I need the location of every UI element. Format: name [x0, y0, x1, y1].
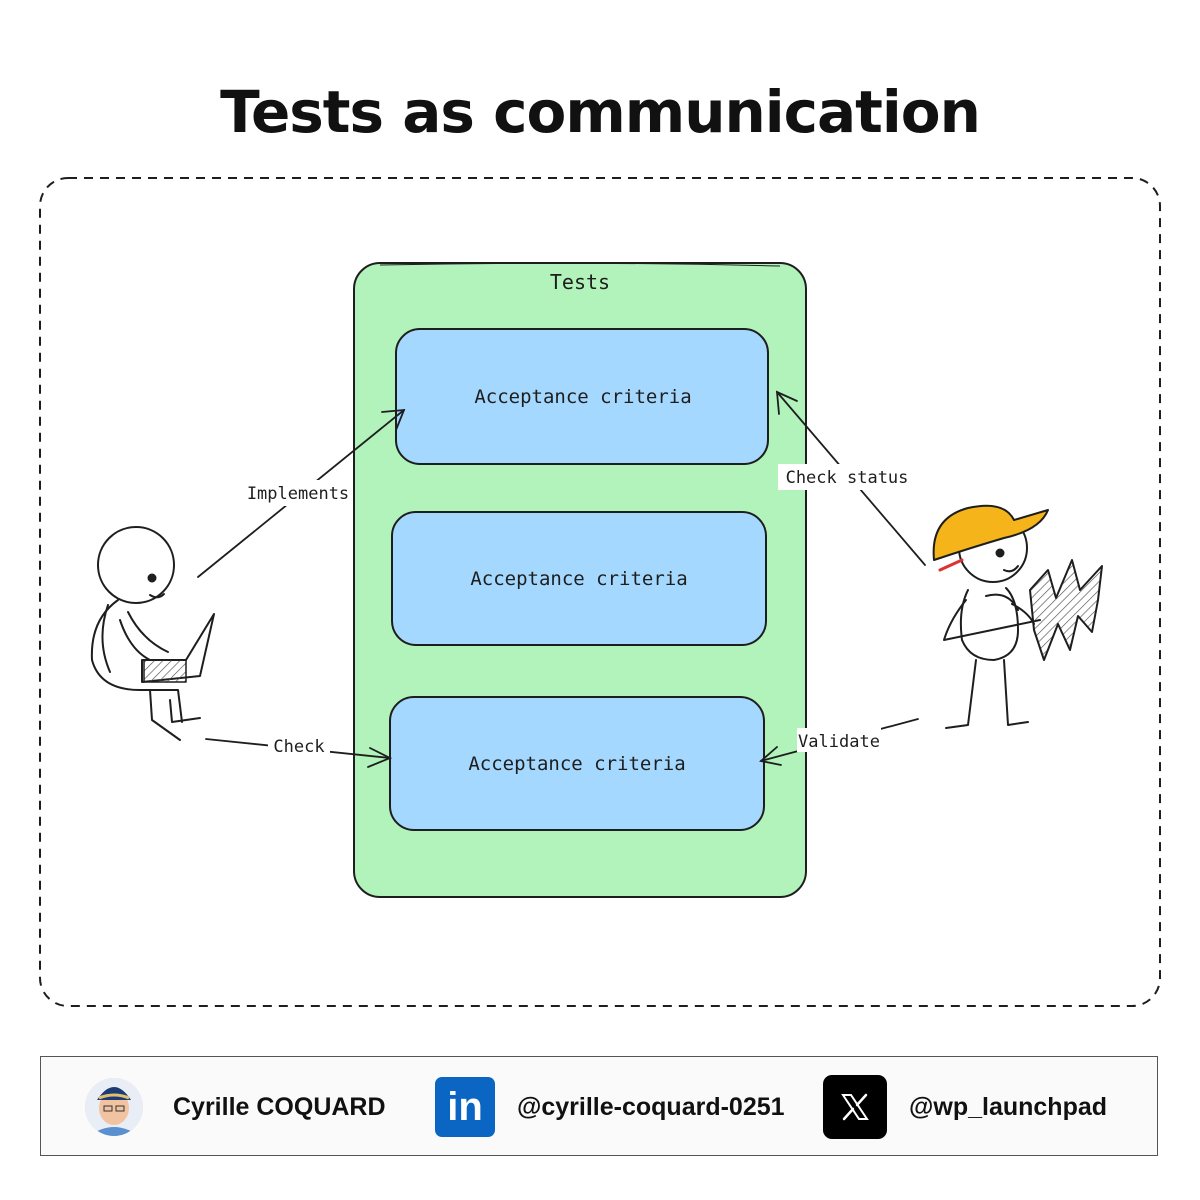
footer-bar: Cyrille COQUARD in @cyrille-coquard-0251… — [40, 1056, 1158, 1156]
criteria-box-2: Acceptance criteria — [391, 511, 767, 646]
check-label: Check — [273, 737, 324, 757]
product-owner-figure — [932, 504, 1103, 729]
author-avatar — [85, 1078, 143, 1136]
validate-arrowhead — [759, 746, 782, 766]
criteria-box-1: Acceptance criteria — [395, 328, 769, 465]
diagram: Tests Acceptance criteria Acceptance cri… — [39, 177, 1161, 1007]
check-arrowhead — [367, 747, 393, 768]
map-icon — [1029, 559, 1103, 661]
linkedin-icon: in — [435, 1077, 495, 1137]
criteria-label-3: Acceptance criteria — [468, 753, 685, 775]
twitter-link[interactable]: @wp_launchpad — [823, 1057, 1107, 1157]
check-status-label: Check status — [786, 468, 909, 488]
criteria-box-3: Acceptance criteria — [389, 696, 765, 831]
criteria-label-1: Acceptance criteria — [474, 386, 691, 408]
page-title: Tests as communication — [220, 78, 981, 146]
twitter-handle[interactable]: @wp_launchpad — [909, 1092, 1108, 1121]
author-name: Cyrille COQUARD — [173, 1092, 386, 1121]
outer-dashed-frame — [39, 177, 1161, 1007]
implements-label: Implements — [247, 484, 349, 504]
validate-label: Validate — [798, 732, 880, 752]
linkedin-handle[interactable]: @cyrille-coquard-0251 — [517, 1092, 785, 1121]
x-icon — [823, 1075, 887, 1139]
implements-arrowhead — [381, 408, 406, 431]
check-status-arrowhead — [775, 390, 798, 415]
linkedin-link[interactable]: in @cyrille-coquard-0251 — [435, 1057, 785, 1157]
author-block: Cyrille COQUARD — [85, 1057, 386, 1157]
criteria-label-2: Acceptance criteria — [470, 568, 687, 590]
developer-figure — [90, 526, 215, 741]
tests-label: Tests — [550, 270, 610, 294]
hard-hat-icon — [932, 504, 1049, 561]
